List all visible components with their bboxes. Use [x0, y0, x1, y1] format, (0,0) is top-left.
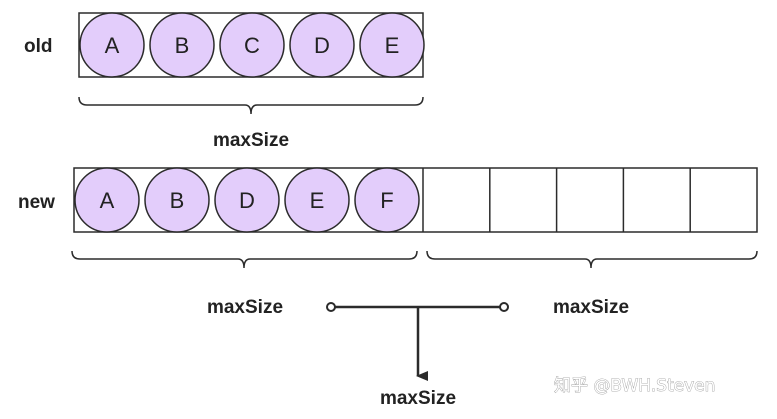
new-empty-slots — [422, 168, 691, 232]
old-node-1 — [149, 12, 215, 78]
old-node-0 — [79, 12, 145, 78]
old-node-label-0: A — [105, 33, 120, 58]
new-left-max-size-label: maxSize — [207, 297, 283, 318]
new-right-size-brace — [426, 250, 758, 269]
new-node-1 — [144, 167, 210, 233]
new-row-label: new — [18, 192, 55, 213]
connector-right-endpoint — [499, 302, 509, 312]
new-right-max-size-label: maxSize — [553, 297, 629, 318]
old-array-items: A B C D E — [79, 12, 425, 78]
new-node-label-4: F — [380, 188, 393, 213]
combined-max-size-label: maxSize — [380, 388, 456, 409]
old-node-3 — [289, 12, 355, 78]
old-node-label-2: C — [244, 33, 260, 58]
new-left-size-brace — [71, 250, 418, 269]
new-node-label-3: E — [310, 188, 325, 213]
old-node-label-4: E — [385, 33, 400, 58]
old-node-2 — [219, 12, 285, 78]
watermark: 知乎 @BWH.Steven — [554, 376, 715, 396]
old-row-label: old — [24, 36, 53, 57]
new-node-0 — [74, 167, 140, 233]
new-node-4 — [354, 167, 420, 233]
new-array-box — [73, 167, 758, 233]
new-node-2 — [214, 167, 280, 233]
old-node-4 — [359, 12, 425, 78]
new-node-label-2: D — [239, 188, 255, 213]
old-node-label-3: D — [314, 33, 330, 58]
new-node-label-1: B — [170, 188, 185, 213]
new-node-label-0: A — [100, 188, 115, 213]
connector-left-endpoint — [326, 302, 336, 312]
new-node-3 — [284, 167, 350, 233]
old-size-brace — [78, 96, 424, 115]
old-max-size-label: maxSize — [213, 130, 289, 151]
old-node-label-1: B — [175, 33, 190, 58]
